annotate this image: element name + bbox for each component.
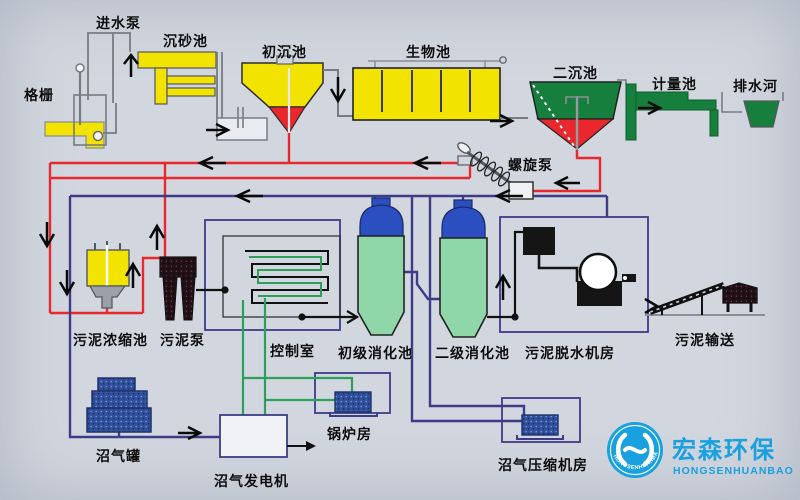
label-boiler-room: 锅炉房 <box>327 426 372 442</box>
label-sludge-pump: 污泥泵 <box>160 332 205 348</box>
sludge-thickener-shape <box>86 241 130 309</box>
sludge-conveyor-truck <box>645 282 765 316</box>
label-screw-pump: 螺旋泵 <box>508 157 553 173</box>
logo-name-cn: 宏森环保 <box>672 436 776 464</box>
biological-tank-shape <box>352 56 528 121</box>
boiler-shape <box>329 391 378 417</box>
label-sludge-conveying: 污泥输送 <box>675 332 735 348</box>
primary-digester-shape <box>357 197 405 336</box>
secondary-sedimentation-tank-shape <box>529 79 627 156</box>
outfall-river-shape <box>709 92 784 137</box>
red-sludge-pipes <box>48 133 602 315</box>
label-biogas-compressor-room: 沼气压缩机房 <box>498 457 588 473</box>
biogas-tank-shape <box>86 377 152 433</box>
label-secondary-sedimentation: 二沉池 <box>553 65 598 81</box>
flow-arrows <box>38 52 663 441</box>
label-outfall-river: 排水河 <box>733 78 778 94</box>
label-primary-digester: 初级消化池 <box>338 345 413 361</box>
label-bar-screen: 格栅 <box>24 87 54 103</box>
label-biogas-generator: 沼气发电机 <box>214 473 289 489</box>
label-biological-tank: 生物池 <box>406 44 451 60</box>
label-grit-chamber: 沉砂池 <box>163 33 208 49</box>
label-inlet-pump: 进水泵 <box>96 15 141 31</box>
label-secondary-digester: 二级消化池 <box>435 345 510 361</box>
label-control-room: 控制室 <box>270 343 315 359</box>
secondary-digester-shape <box>439 199 488 338</box>
biogas-compressor-shape <box>516 414 564 440</box>
control-room-heat-exchanger <box>196 235 360 324</box>
grit-chamber-shape <box>137 51 268 141</box>
label-metering-tank: 计量池 <box>652 76 697 92</box>
label-primary-sedimentation: 初沉池 <box>262 44 307 60</box>
label-biogas-tank: 沼气罐 <box>96 448 141 464</box>
label-sludge-dewatering-room: 污泥脱水机房 <box>525 345 615 361</box>
biogas-generator-shape <box>219 414 316 458</box>
sludge-dewatering-machine <box>487 227 636 321</box>
logo-name-en: HONGSENHUANBAO <box>673 465 794 477</box>
brand-logo: HONGSENHUANBAO 宏森环保 HONGSENHUANBAO <box>588 412 800 494</box>
room-outline-boxes <box>204 216 649 443</box>
logo-monogram-icon: HONGSENHUANBAO <box>588 412 663 478</box>
sludge-pump-shape <box>159 256 197 321</box>
green-heating-pipes <box>241 298 354 415</box>
influent-pump-station-shape <box>44 32 131 149</box>
label-sludge-thickener: 污泥浓缩池 <box>73 332 148 348</box>
